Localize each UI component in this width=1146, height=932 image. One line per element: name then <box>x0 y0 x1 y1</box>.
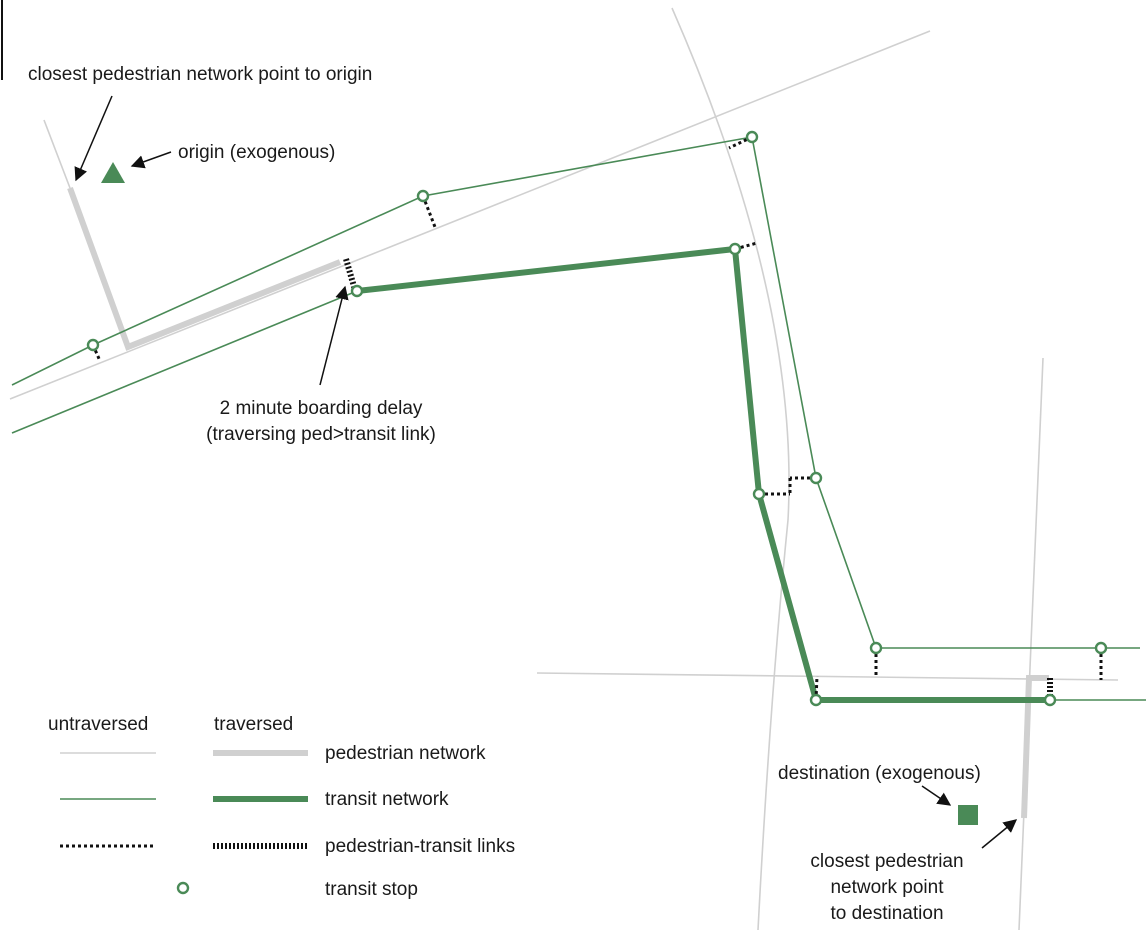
legend: untraversed traversed pedestrian network… <box>48 714 515 900</box>
transit-stop <box>350 284 364 298</box>
transit-stop <box>86 338 100 352</box>
legend-stop-circle-icon <box>176 881 190 895</box>
transit-stop <box>809 471 823 485</box>
label-boarding-line2: (traversing ped>transit link) <box>206 424 436 445</box>
legend-header-traversed: traversed <box>214 714 293 735</box>
legend-label-pedestrian: pedestrian network <box>325 743 486 764</box>
legend-label-links: pedestrian-transit links <box>325 836 515 857</box>
link <box>728 135 753 150</box>
transit-stop <box>1043 693 1057 707</box>
link-traversed-boarding <box>343 258 358 291</box>
arrow-origin <box>130 151 172 169</box>
legend-label-stop: transit stop <box>325 879 418 900</box>
link <box>734 241 758 251</box>
arrow-boarding <box>319 285 349 386</box>
ped-road-curve <box>671 7 790 931</box>
label-closest-dest-line1: closest pedestrian <box>810 851 963 872</box>
transit-route-traversed <box>356 245 1050 703</box>
arrow-closest-origin <box>74 95 113 182</box>
ped-traversed-origin <box>67 186 342 351</box>
transit-route-lower-west <box>11 290 358 434</box>
ped-road-right-vertical <box>1018 357 1044 931</box>
square-icon <box>958 805 978 825</box>
label-boarding-line1: 2 minute boarding delay <box>220 398 423 419</box>
label-closest-origin: closest pedestrian network point to orig… <box>28 64 372 85</box>
label-closest-dest-line2: network point <box>830 877 944 898</box>
annotation-arrows <box>74 95 1018 849</box>
legend-header-untraversed: untraversed <box>48 714 148 735</box>
pedestrian-network-untraversed <box>9 7 1119 931</box>
transit-stop <box>752 487 766 501</box>
transit-network-untraversed <box>11 136 1146 701</box>
triangle-icon <box>101 162 125 183</box>
transit-route-upper <box>11 136 1140 649</box>
transit-stop <box>745 130 759 144</box>
pedestrian-network-traversed <box>67 186 1049 819</box>
ped-road-left-stub <box>43 119 71 189</box>
arrow-closest-destination <box>981 819 1018 849</box>
arrow-destination <box>921 785 952 806</box>
transit-stop <box>869 641 883 655</box>
legend-label-transit: transit network <box>325 789 449 810</box>
ped-road-bottom <box>536 672 1119 681</box>
label-destination: destination (exogenous) <box>778 763 981 784</box>
transit-stops <box>86 130 1108 707</box>
transit-stop <box>1094 641 1108 655</box>
link <box>814 675 819 701</box>
label-origin: origin (exogenous) <box>178 142 335 163</box>
ped-road-diagonal <box>9 30 931 400</box>
transit-stop <box>416 189 430 203</box>
transit-stop <box>809 693 823 707</box>
ped-transit-links-traversed <box>343 258 1053 700</box>
label-closest-dest-line3: to destination <box>830 903 943 924</box>
ped-traversed-destination <box>1021 675 1049 819</box>
transit-stop <box>728 242 742 256</box>
